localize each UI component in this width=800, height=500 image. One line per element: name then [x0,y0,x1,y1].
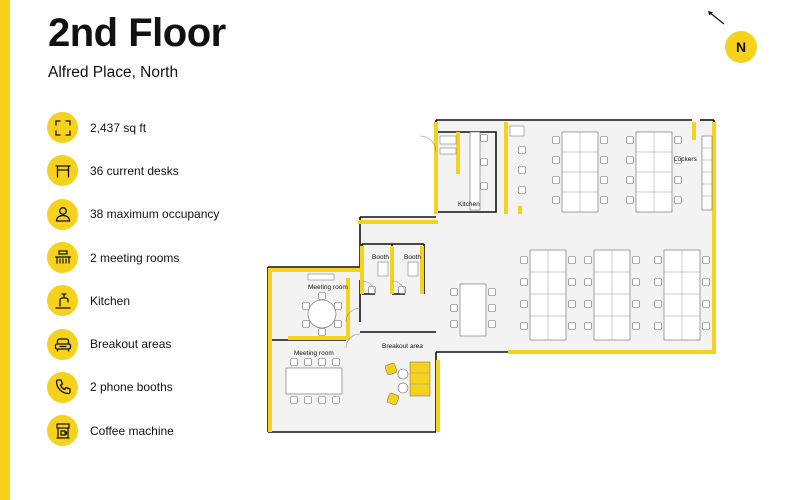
lockers [701,135,713,211]
feature-phone-booths: 2 phone booths [47,366,307,409]
phone-icon [47,371,78,403]
room-label-booth-1: Booth [372,254,389,261]
feature-label: 38 maximum occupancy [90,207,220,222]
meeting-room-icon [47,242,78,274]
kitchen-tap-icon [47,285,78,317]
feature-label: 2,437 sq ft [90,120,147,135]
feature-label: Coffee machine [90,423,174,438]
room-label-meeting-room-1: Meeting room [308,284,348,291]
room-label-booth-2: Booth [404,254,421,261]
room-label-meeting-room-2: Meeting room [294,350,334,357]
feature-list: 2,437 sq ft 36 current desks 38 maximum … [47,106,307,452]
room-label-kitchen: Kitchen [458,201,480,208]
room-label-lockers: Lockers [674,156,698,163]
feature-coffee: Coffee machine [47,409,307,452]
floor-plan: Kitchen Lockers Booth Booth Meeting room… [267,119,716,433]
feature-label: 2 phone booths [90,380,173,395]
feature-meeting-rooms: 2 meeting rooms [47,236,307,279]
area-icon [47,112,78,144]
feature-kitchen: Kitchen [47,279,307,322]
feature-label: Breakout areas [90,337,172,352]
booth-furniture [368,261,419,294]
meeting-room-1-furniture [302,273,342,336]
page-title: 2nd Floor [48,11,226,55]
north-badge: N [725,31,757,63]
accent-walls [268,122,716,432]
desk-cluster-top [552,131,682,213]
north-arrow-icon [708,11,725,25]
desk-cluster-bottom [520,249,710,341]
feature-occupancy: 38 maximum occupancy [47,193,307,236]
feature-breakout: Breakout areas [47,322,307,365]
accent-stripe [0,0,10,500]
sofa-icon [47,328,78,360]
person-icon [47,198,78,230]
breakout-furniture [384,361,431,406]
door-swings [345,135,437,349]
kitchen-furniture [439,125,526,211]
coffee-machine-icon [47,415,78,447]
central-table [450,283,496,337]
feature-label: 2 meeting rooms [90,250,180,265]
desk-icon [47,155,78,187]
meeting-room-2-furniture [285,358,343,404]
feature-label: Kitchen [90,293,131,308]
feature-area: 2,437 sq ft [47,106,307,149]
compass: N [706,9,757,63]
room-label-breakout-area: Breakout area [382,343,423,350]
page-subtitle: Alfred Place, North [48,64,179,81]
feature-desks: 36 current desks [47,149,307,192]
feature-label: 36 current desks [90,163,179,178]
